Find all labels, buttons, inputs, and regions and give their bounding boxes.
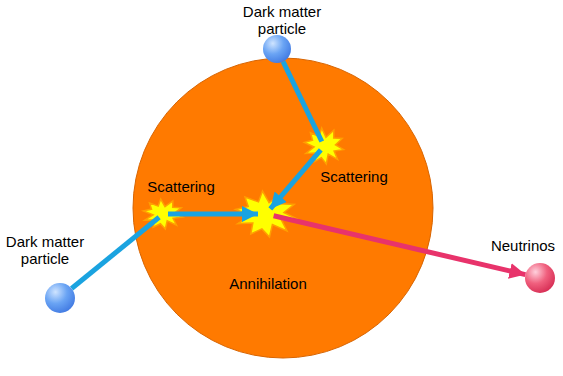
particle-path [168, 212, 258, 217]
process-label: Scattering [126, 178, 236, 195]
particle-label: Dark matter particle [0, 233, 95, 267]
star-sphere [133, 58, 433, 358]
interaction-burst: Scattering [319, 141, 329, 151]
neutrino-path [274, 216, 526, 275]
process-label: Scattering [299, 168, 409, 185]
particle-label: Dark matter particle [232, 3, 332, 37]
dark-matter-sphere: Dark matter particle [263, 35, 291, 63]
process-label: Annihilation [203, 275, 333, 292]
particle-label: Neutrinos [473, 237, 563, 254]
particle-path [72, 217, 160, 288]
dark-matter-sphere: Dark matter particle [45, 283, 75, 313]
interaction-burst: Scattering [158, 209, 168, 219]
particle-path [270, 150, 321, 209]
neutrino-sphere: Neutrinos [525, 263, 555, 293]
particle-path [283, 62, 322, 142]
